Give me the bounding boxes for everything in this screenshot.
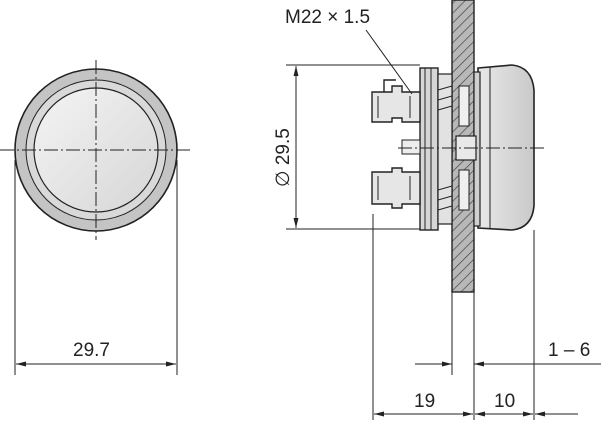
front-width-label: 29.7 — [73, 340, 110, 361]
panel-thickness-label: 1 – 6 — [548, 340, 590, 361]
thread-section — [437, 85, 453, 211]
depth-front-label: 10 — [494, 391, 515, 412]
fixing-nut — [419, 67, 439, 231]
clip-upper — [371, 79, 421, 123]
clip-lower — [371, 167, 421, 209]
thread-label: M22 × 1.5 — [285, 7, 370, 28]
diameter-label: ∅ 29.5 — [273, 128, 294, 187]
button-cap — [477, 64, 535, 231]
thread-leader — [365, 29, 413, 95]
front-view: 29.7 — [0, 60, 192, 375]
side-view: ∅ 29.5 M22 × 1.5 1 – 6 19 10 — [273, 0, 601, 420]
depth-behind-label: 19 — [414, 391, 435, 412]
